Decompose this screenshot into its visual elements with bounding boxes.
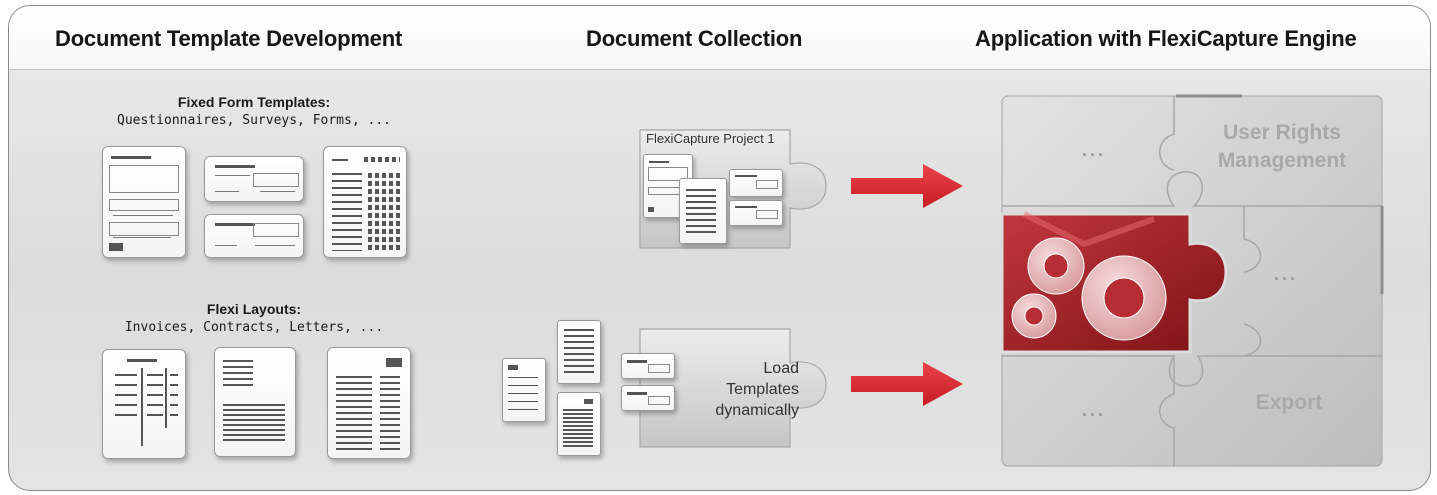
user-rights-line1: User Rights [1223, 121, 1341, 144]
contract-document [214, 347, 296, 457]
loose-doc-3 [557, 392, 601, 456]
fixed-forms-title: Fixed Form Templates: [177, 94, 331, 110]
header-document-collection: Document Collection [586, 26, 803, 51]
loose-doc-5 [621, 385, 675, 411]
header-template-development: Document Template Development [55, 26, 403, 51]
fixed-form-document-2 [204, 156, 304, 202]
load-templates-puzzle-piece [639, 328, 827, 448]
engine-puzzle-assembly [1000, 94, 1384, 467]
header-band: Document Template Development Document C… [9, 6, 1430, 70]
red-arrow-right-icon [851, 164, 963, 208]
invoice-document [102, 349, 186, 459]
diagram-frame: Document Template Development Document C… [8, 5, 1431, 491]
header-flexicapture-engine: Application with FlexiCapture Engine [975, 26, 1357, 51]
fixed-forms-subtitle: Questionnaires, Surveys, Forms, ... [117, 113, 391, 128]
top-left-dots: ... [1082, 140, 1107, 160]
project-mini-doc-4 [729, 200, 783, 226]
load-label-line1: Load [763, 360, 799, 377]
gears-icon [1011, 237, 1167, 341]
right-dots: ... [1274, 264, 1299, 284]
fixed-form-document-3 [204, 214, 304, 258]
export-label: Export [1255, 391, 1323, 414]
letter-document [327, 347, 411, 459]
load-label-line2: Templates [726, 381, 799, 398]
load-label-line3: dynamically [715, 402, 799, 419]
user-rights-label: User Rights Management [1217, 119, 1347, 175]
project-mini-doc-2 [679, 178, 727, 244]
project-mini-doc-3 [729, 169, 783, 197]
loose-doc-1 [502, 358, 546, 422]
loose-doc-2 [557, 320, 601, 384]
red-arrow-right-icon [851, 362, 963, 406]
fixed-form-document-1 [102, 146, 186, 258]
fixed-form-document-4 [323, 146, 407, 258]
bottom-left-dots: ... [1082, 400, 1107, 420]
load-templates-label: Load Templates dynamically [699, 358, 799, 421]
user-rights-line2: Management [1217, 149, 1347, 172]
flexi-layouts-subtitle: Invoices, Contracts, Letters, ... [124, 320, 384, 335]
project-piece-label: FlexiCapture Project 1 [646, 131, 775, 146]
flexi-layouts-title: Flexi Layouts: [206, 301, 302, 317]
loose-doc-4 [621, 353, 675, 379]
